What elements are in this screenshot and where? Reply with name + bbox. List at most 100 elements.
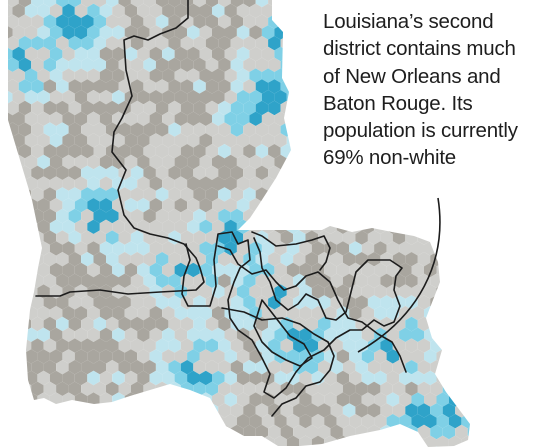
hex-cell [467, 0, 470, 8]
hex-cell [330, 316, 343, 332]
hex-cell [392, 187, 406, 202]
hex-cell [411, 262, 424, 278]
hex-cell [56, 100, 69, 116]
hex-cell [37, 370, 50, 386]
hex-cell [361, 306, 375, 321]
hex-cell [8, 252, 19, 267]
hex-cell [374, 370, 387, 386]
hex-cell [37, 327, 50, 342]
annotation-line: population is currently [323, 119, 518, 143]
hex-cell [56, 79, 69, 94]
hex-cell [286, 198, 300, 213]
hex-cell [342, 187, 356, 202]
hex-cell [268, 403, 281, 418]
hex-cell [355, 230, 368, 245]
hex-cell [424, 370, 437, 386]
hex-cell [268, 208, 281, 224]
hex-cell [149, 392, 163, 407]
hex-cell [12, 327, 25, 342]
hex-cell [199, 176, 212, 191]
hex-cell [243, 381, 256, 396]
hex-cell [155, 57, 169, 72]
hex-cell [249, 414, 262, 429]
hex-cell [230, 316, 244, 332]
hex-cell [93, 424, 106, 440]
hex-cell [255, 14, 269, 29]
hex-cell [112, 46, 125, 62]
hex-cell [87, 133, 100, 148]
hex-cell [31, 100, 44, 116]
hex-cell [205, 360, 219, 375]
hex-cell [311, 176, 325, 191]
hex-cell [81, 424, 94, 440]
hex-cell [280, 252, 294, 267]
hex-cell [93, 252, 106, 267]
hex-cell [261, 68, 275, 83]
hex-cell [448, 370, 462, 386]
hex-cell [318, 424, 331, 440]
hex-cell [124, 176, 138, 191]
hex-cell [81, 36, 94, 51]
hex-cell [461, 284, 470, 299]
hex-cell [305, 122, 318, 137]
hex-cell [168, 0, 181, 8]
hex-cell [380, 403, 393, 418]
hex-cell [224, 46, 237, 62]
hex-cell [8, 262, 13, 278]
hex-cell [293, 424, 306, 440]
hex-cell [143, 252, 156, 267]
hex-cell [12, 262, 25, 278]
hex-cell [336, 392, 350, 407]
hex-cell [118, 14, 131, 29]
hex-cell [243, 100, 256, 116]
hex-cell [336, 176, 350, 191]
hex-cell [62, 90, 75, 105]
hex-cell [212, 3, 225, 18]
hex-cell [374, 349, 387, 364]
hex-cell [149, 327, 163, 342]
hex-cell [299, 111, 312, 126]
hex-cell [93, 144, 106, 159]
hex-cell [236, 241, 250, 256]
hex-cell [187, 90, 200, 105]
hex-cell [162, 327, 175, 342]
hex-cell [236, 46, 250, 62]
hex-cell [212, 154, 225, 170]
hex-cell [155, 252, 169, 267]
hex-cell [405, 208, 418, 224]
hex-cell [81, 187, 94, 202]
hex-cell [374, 241, 387, 256]
hex-cell [268, 381, 281, 396]
hex-cell [180, 230, 194, 245]
hex-cell [12, 111, 25, 126]
hex-cell [43, 14, 57, 29]
hex-cell [349, 176, 362, 191]
hex-cell [180, 144, 194, 159]
hex-cell [305, 14, 318, 29]
hex-cell [43, 360, 57, 375]
hex-cell [187, 46, 200, 62]
hex-cell [361, 435, 375, 447]
hex-cell [187, 25, 200, 40]
hex-cell [124, 306, 138, 321]
hex-cell [268, 36, 281, 51]
hex-cell [187, 370, 200, 386]
hex-cell [112, 349, 125, 364]
hex-cell [199, 133, 212, 148]
hex-cell [155, 230, 169, 245]
hex-cell [261, 133, 275, 148]
hex-cell [442, 424, 456, 440]
hex-cell [249, 176, 262, 191]
hex-cell [305, 0, 318, 8]
hex-cell [399, 176, 412, 191]
hex-cell [24, 414, 38, 429]
hex-cell [137, 284, 150, 299]
hex-cell [405, 360, 418, 375]
hex-cell [31, 360, 44, 375]
hex-cell [299, 306, 312, 321]
hex-cell [8, 187, 19, 202]
hex-cell [424, 284, 437, 299]
hex-cell [212, 306, 225, 321]
hex-cell [112, 25, 125, 40]
hex-cell [81, 295, 94, 310]
